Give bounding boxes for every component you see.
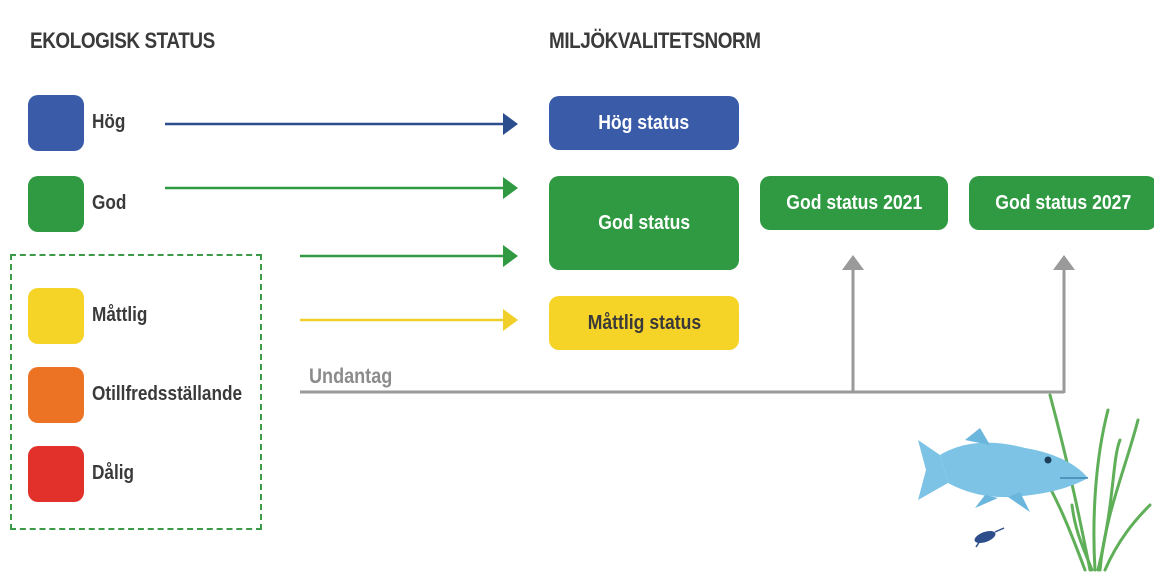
norm-label-god-2027: God status 2027 bbox=[995, 191, 1131, 214]
norm-label-mattlig: Måttlig status bbox=[587, 311, 701, 334]
ecological-status-heading: EKOLOGISK STATUS bbox=[30, 28, 215, 53]
norm-label-god-2021: God status 2021 bbox=[786, 191, 922, 214]
small-crustacean-icon bbox=[974, 527, 1005, 548]
arrowhead-2021 bbox=[842, 255, 864, 270]
swatch-god bbox=[28, 176, 84, 232]
arrowhead-mattlig bbox=[503, 309, 518, 331]
arrowhead-2027 bbox=[1053, 255, 1075, 270]
swatch-dalig bbox=[28, 446, 84, 502]
norm-label-god: God status bbox=[598, 211, 690, 234]
norm-box-god-2027: God status 2027 bbox=[969, 176, 1154, 230]
exception-group-box bbox=[10, 254, 262, 530]
norm-box-god-2021: God status 2021 bbox=[760, 176, 948, 230]
swatch-hog bbox=[28, 95, 84, 151]
legend-label-dalig: Dålig bbox=[92, 462, 135, 484]
norm-box-god: God status bbox=[549, 176, 739, 270]
swatch-mattlig bbox=[28, 288, 84, 344]
exception-label: Undantag bbox=[309, 365, 393, 388]
norm-box-hog: Hög status bbox=[549, 96, 739, 150]
legend-label-mattlig: Måttlig bbox=[92, 304, 148, 326]
legend-label-hog: Hög bbox=[92, 111, 126, 133]
environmental-quality-norm-heading: MILJÖKVALITETSNORM bbox=[549, 28, 761, 53]
norm-box-mattlig: Måttlig status bbox=[549, 296, 739, 350]
norm-label-hog: Hög status bbox=[598, 111, 690, 134]
arrowhead-god bbox=[503, 177, 518, 199]
arrowhead-hog bbox=[503, 113, 518, 135]
legend-label-otillfredsstallande: Otillfredsställande bbox=[92, 383, 243, 405]
legend-label-god: God bbox=[92, 192, 127, 214]
swatch-otillfredsstallande bbox=[28, 367, 84, 423]
pike-fish-icon bbox=[918, 428, 1088, 512]
arrowhead-group-to-god bbox=[503, 245, 518, 267]
